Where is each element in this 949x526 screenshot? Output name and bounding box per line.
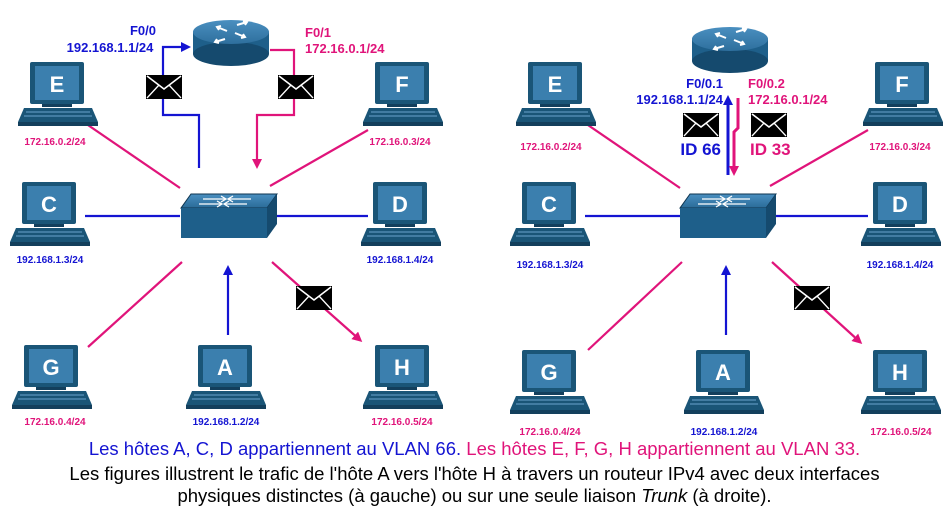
host-ip: 192.168.1.2/24 — [193, 417, 260, 428]
host-d[interactable]: D 192.168.1.4/24 — [360, 181, 442, 266]
envelope-icon — [277, 74, 315, 100]
envelope-icon — [145, 74, 183, 100]
host-c[interactable]: C 192.168.1.3/24 — [9, 181, 91, 266]
host-f[interactable]: F 172.16.0.3/24 — [362, 61, 444, 148]
switch-right[interactable] — [679, 193, 777, 239]
envelope-icon — [682, 112, 720, 138]
left-diagram: F0/0 192.168.1.1/24 F0/1 172.16.0.1/24 E… — [9, 19, 444, 428]
host-letter: E — [548, 72, 563, 97]
host-letter: C — [541, 192, 557, 217]
host-letter: A — [217, 355, 233, 380]
caption-line-3: physiques distinctes (à gauche) ou sur u… — [0, 485, 949, 507]
router-if1-ip: 172.16.0.1/24 — [305, 41, 385, 56]
host-ip: 172.16.0.2/24 — [24, 137, 86, 148]
host-ip: 172.16.0.3/24 — [369, 137, 431, 148]
host-ip: 192.168.1.3/24 — [517, 260, 584, 271]
vlan-tag-33: ID 33 — [750, 140, 791, 159]
host-ip: 192.168.1.4/24 — [867, 260, 934, 271]
vlan-tag-66: ID 66 — [680, 140, 721, 159]
host-letter: G — [42, 355, 59, 380]
network-diagram: F0/0 192.168.1.1/24 F0/1 172.16.0.1/24 E… — [9, 19, 944, 438]
host-e[interactable]: E 172.16.0.2/24 — [515, 61, 597, 153]
envelope-icon — [750, 112, 788, 138]
host-f[interactable]: F 172.16.0.3/24 — [862, 61, 944, 153]
router-if0-ip: 192.168.1.1/24 — [67, 40, 155, 55]
links — [584, 95, 869, 351]
host-ip: 172.16.0.4/24 — [519, 427, 581, 438]
host-ip: 192.168.1.3/24 — [17, 255, 84, 266]
host-ip: 172.16.0.5/24 — [870, 427, 932, 438]
caption-trunk-word: Trunk — [641, 485, 688, 506]
host-g[interactable]: G 172.16.0.4/24 — [509, 349, 591, 438]
host-ip: 172.16.0.2/24 — [520, 142, 582, 153]
switch-left[interactable] — [180, 193, 278, 239]
host-e[interactable]: E 172.16.0.2/24 — [17, 61, 99, 148]
router-left[interactable] — [192, 19, 270, 67]
host-a[interactable]: A 192.168.1.2/24 — [683, 349, 765, 438]
host-ip: 172.16.0.3/24 — [869, 142, 931, 153]
vlan-legend: Les hôtes A, C, D appartiennent au VLAN … — [0, 438, 949, 460]
envelope-icon — [295, 285, 333, 311]
host-letter: E — [50, 72, 65, 97]
host-d[interactable]: D 192.168.1.4/24 — [860, 181, 942, 271]
links — [84, 42, 369, 348]
host-letter: G — [540, 360, 557, 385]
host-letter: C — [41, 192, 57, 217]
host-letter: F — [895, 72, 908, 97]
host-ip: 172.16.0.5/24 — [371, 417, 433, 428]
host-letter: F — [395, 72, 408, 97]
host-ip: 192.168.1.2/24 — [691, 427, 758, 438]
host-letter: D — [892, 192, 908, 217]
subinterface-1-ip: 172.16.0.1/24 — [748, 92, 828, 107]
router-if1-name: F0/1 — [305, 25, 331, 40]
host-letter: H — [394, 355, 410, 380]
host-c[interactable]: C 192.168.1.3/24 — [509, 181, 591, 271]
host-h[interactable]: H 172.16.0.5/24 — [860, 349, 942, 438]
caption-line-3-end: (à droite). — [687, 485, 772, 506]
router-right[interactable] — [691, 26, 769, 74]
right-diagram: F0/0.1 192.168.1.1/24 F0/0.2 172.16.0.1/… — [509, 26, 944, 438]
host-ip: 192.168.1.4/24 — [367, 255, 434, 266]
host-letter: A — [715, 360, 731, 385]
caption-line-3-start: physiques distinctes (à gauche) ou sur u… — [177, 485, 642, 506]
envelope-icon — [793, 285, 831, 311]
subinterface-0-ip: 192.168.1.1/24 — [636, 92, 724, 107]
host-h[interactable]: H 172.16.0.5/24 — [362, 344, 444, 428]
host-a[interactable]: A 192.168.1.2/24 — [185, 344, 267, 428]
subinterface-0-name: F0/0.1 — [686, 76, 723, 91]
router-if0-name: F0/0 — [130, 23, 156, 38]
subinterface-1-name: F0/0.2 — [748, 76, 785, 91]
caption-line-2: Les figures illustrent le trafic de l'hô… — [69, 463, 880, 484]
host-letter: D — [392, 192, 408, 217]
vlan66-legend: Les hôtes A, C, D appartiennent au VLAN … — [88, 438, 462, 459]
host-ip: 172.16.0.4/24 — [24, 417, 86, 428]
host-g[interactable]: G 172.16.0.4/24 — [11, 344, 93, 428]
host-letter: H — [892, 360, 908, 385]
vlan33-legend: Les hôtes E, F, G, H appartiennent au VL… — [466, 438, 861, 459]
